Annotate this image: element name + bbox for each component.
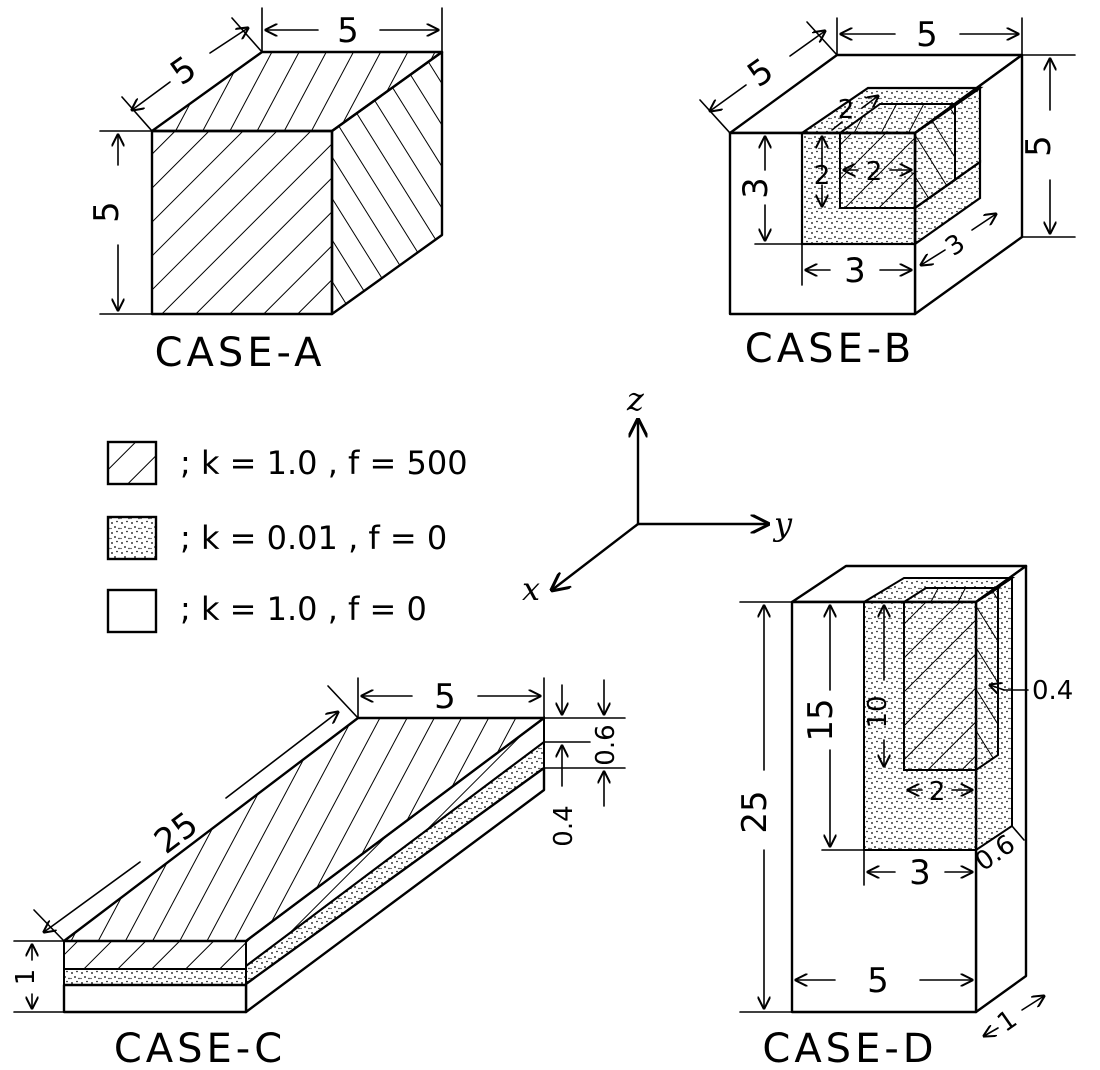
case-c-width-label: 5: [434, 677, 456, 717]
case-b-width-label: 5: [916, 15, 938, 55]
case-b-cube: 5 5 5 3 3 3 2 2 2 CASE-B: [699, 15, 1076, 372]
case-b-block-width-label: 3: [844, 251, 866, 291]
case-c-caption: CASE-C: [114, 1026, 286, 1070]
case-d-core-side: [975, 586, 999, 772]
case-a-caption: CASE-A: [155, 330, 326, 376]
case-b-height-label: 5: [1019, 135, 1059, 157]
case-c-thickness-label: 1: [11, 969, 41, 986]
case-c-front-stipple: [63, 968, 247, 986]
case-c-slab: 5 25 1 0.6 0.4 CASE-C: [11, 677, 626, 1070]
case-a-cube: 5 5 5 CASE-A: [87, 7, 444, 376]
case-a-front-face: [150, 129, 334, 316]
case-b-inner-height-label: 2: [814, 161, 831, 191]
legend: ; k = 1.0 , f = 500 ; k = 0.01 , f = 0 ;…: [106, 440, 468, 634]
case-d-inner-width-label: 2: [929, 777, 946, 807]
case-d-width-label: 5: [867, 961, 889, 1001]
legend-label-stipple: ; k = 0.01 , f = 0: [180, 519, 447, 557]
case-a-height-label: 5: [87, 201, 127, 223]
case-a-width-label: 5: [337, 11, 359, 51]
case-d-height-label: 25: [735, 790, 775, 833]
case-d-core-front: [903, 601, 977, 771]
case-d-wall-label: 0.4: [1032, 676, 1073, 706]
legend-swatch-hatch: [106, 440, 158, 486]
case-b-block-height-label: 3: [736, 177, 776, 199]
legend-label-hatch: ; k = 1.0 , f = 500: [180, 444, 468, 482]
case-d-block-height-label: 15: [801, 698, 841, 741]
case-c-front-hatch: [63, 940, 247, 970]
axis-x-label: x: [522, 570, 540, 608]
case-a-depth-label: 5: [163, 48, 204, 93]
legend-label-blank: ; k = 1.0 , f = 0: [180, 590, 427, 628]
case-c-top-layer-label: 0.6: [591, 724, 621, 765]
case-c-mid-layer-label: 0.4: [549, 805, 579, 846]
case-b-depth-label: 5: [740, 50, 781, 95]
case-b-caption: CASE-B: [745, 326, 915, 372]
case-c-front-base: [62, 983, 248, 1014]
coordinate-axes: z y x: [522, 380, 793, 608]
legend-swatch-stipple: [106, 515, 158, 561]
case-b-inner-depth-label: 2: [838, 95, 855, 125]
case-d-block-width-label: 3: [909, 853, 931, 893]
case-d-column: 25 15 10 2 3 5 1 0.6 0.4 CASE-D: [735, 564, 1073, 1070]
axis-y-label: y: [772, 505, 793, 543]
case-d-caption: CASE-D: [762, 1026, 937, 1070]
case-b-inner-width-label: 2: [866, 157, 883, 187]
case-d-depth-label: 1: [992, 1004, 1023, 1038]
case-d-inner-height-label: 10: [863, 695, 893, 728]
legend-swatch-blank: [106, 588, 158, 634]
axis-z-label: z: [626, 380, 645, 418]
